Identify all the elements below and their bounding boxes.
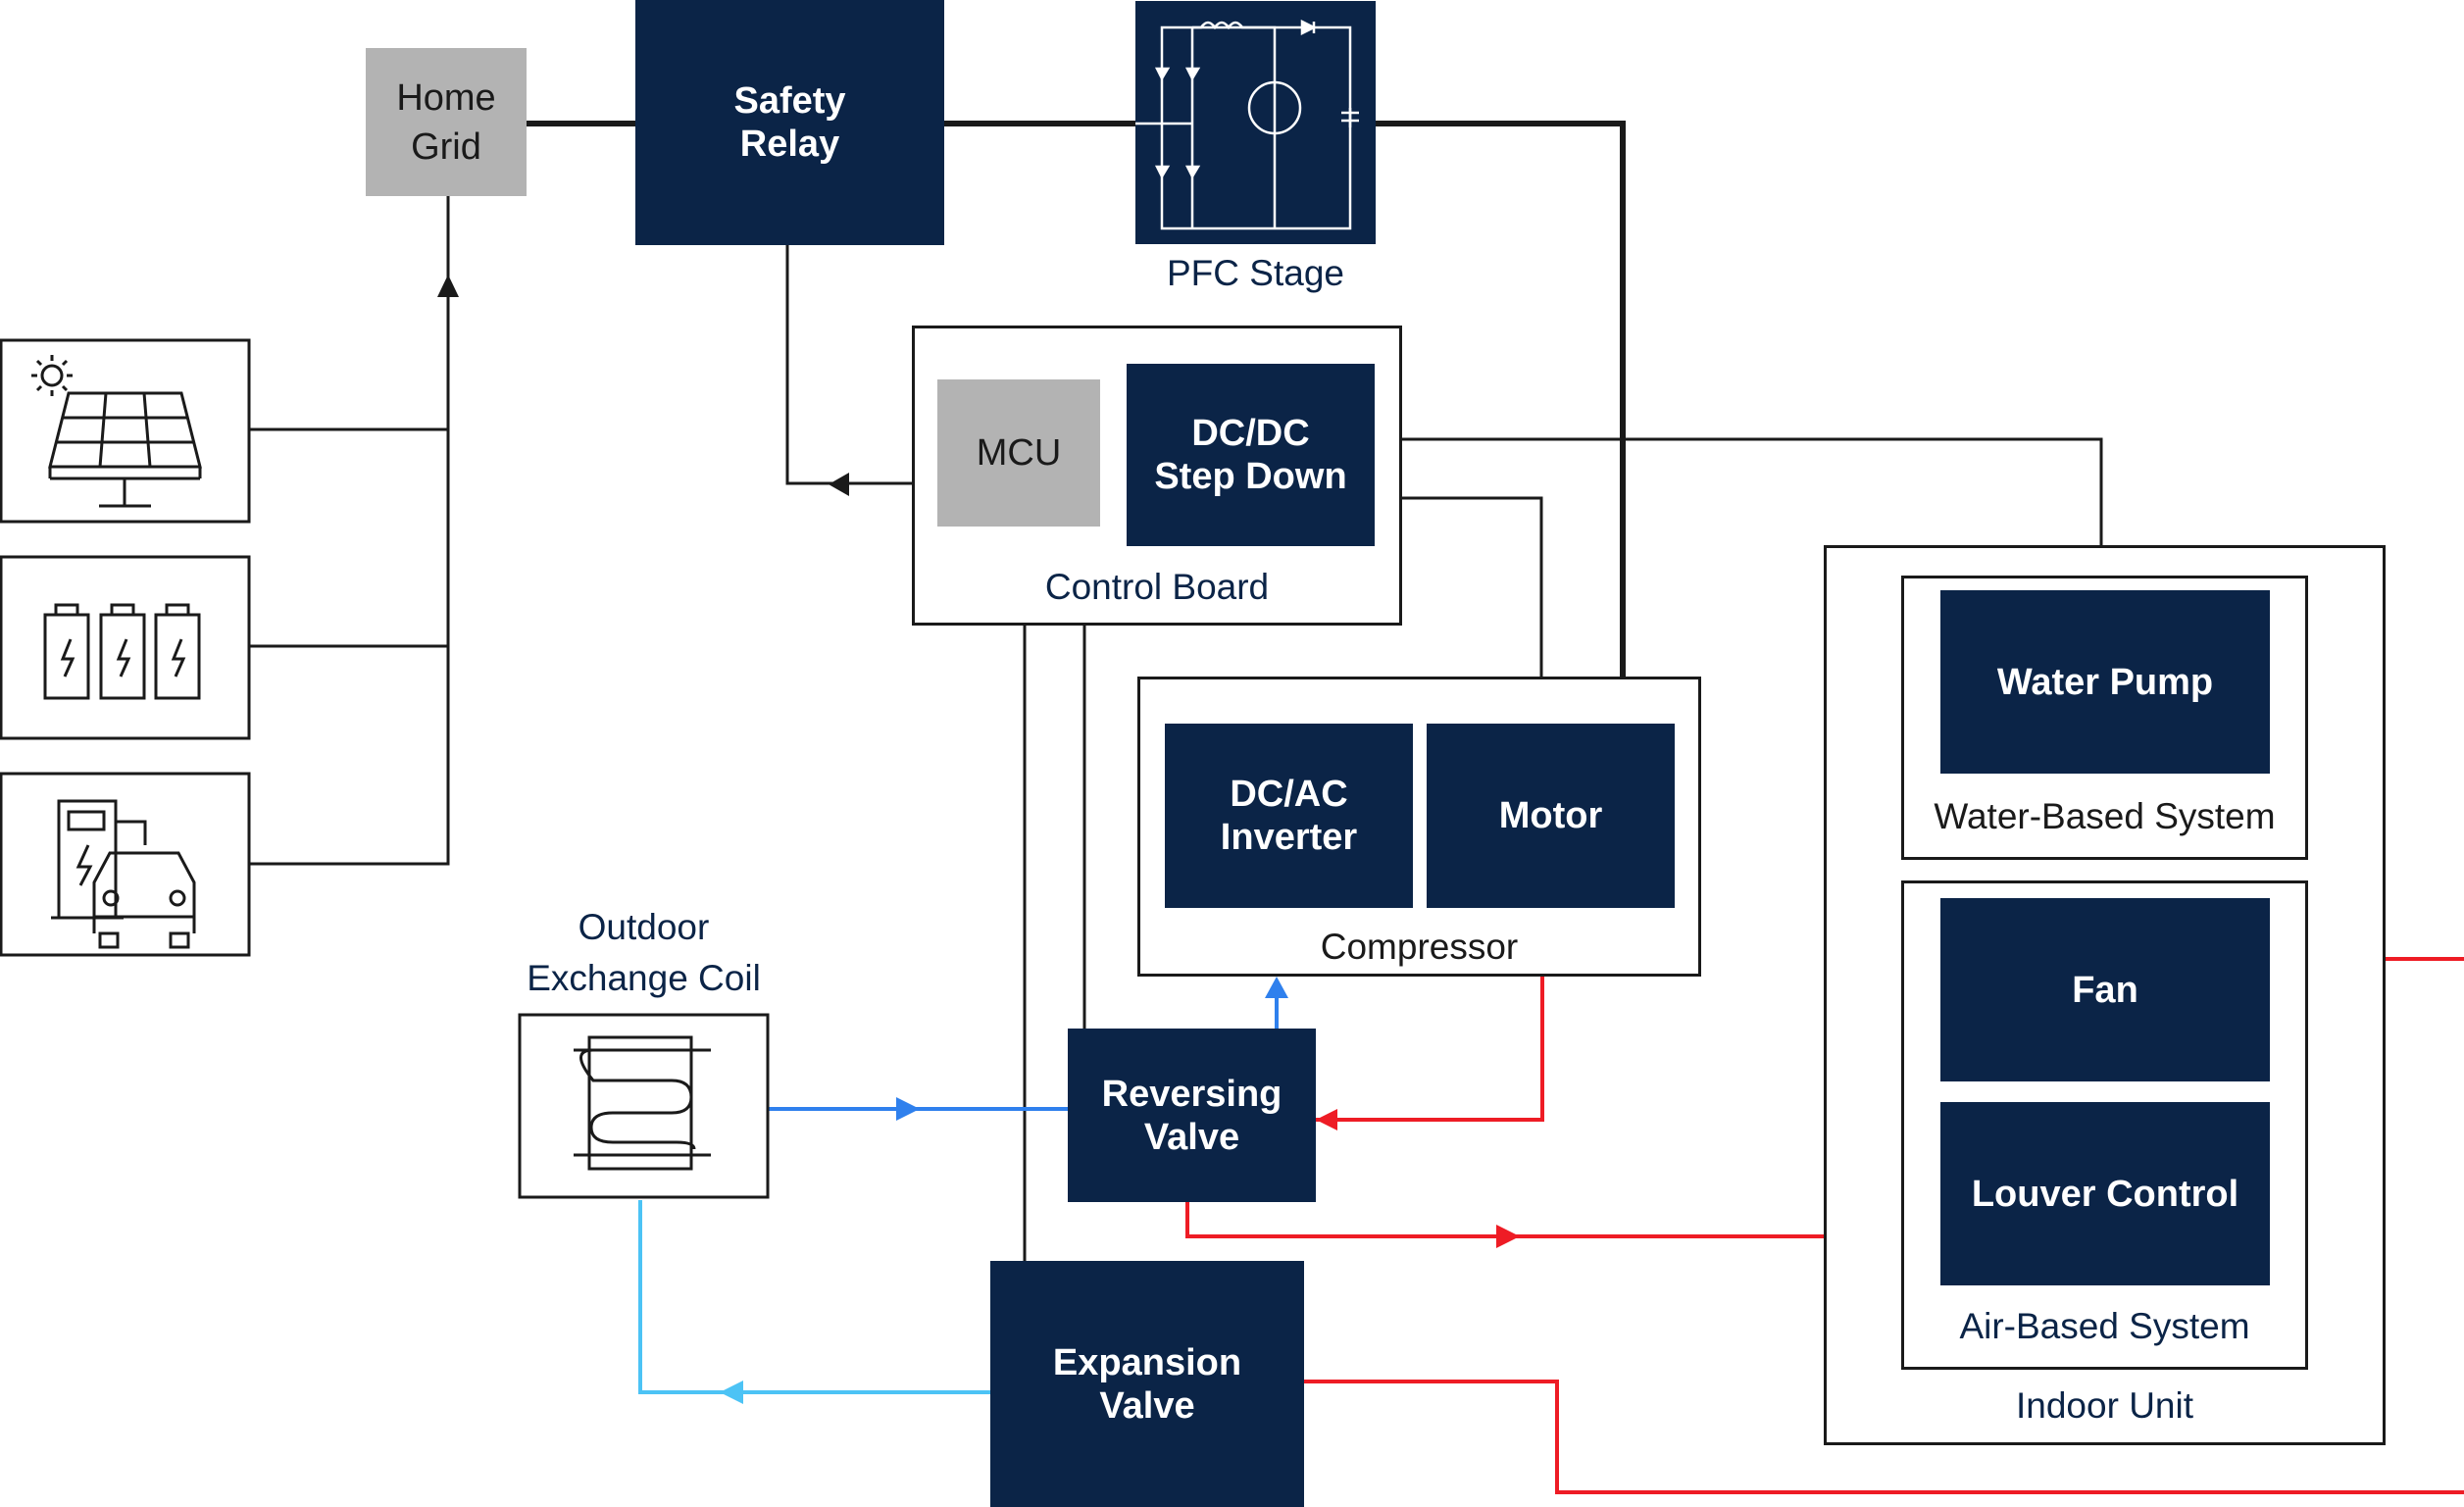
solar-panel-icon	[31, 355, 202, 508]
reversing-valve-box: Reversing Valve	[1068, 1029, 1316, 1202]
ev-box	[0, 772, 251, 957]
pfc-circuit-icon	[1135, 19, 1359, 230]
air-based-system-label: Air-Based System	[1959, 1306, 2250, 1346]
light-cold-line	[638, 1200, 990, 1394]
arrow-to-home-grid	[437, 275, 459, 297]
water-based-system-label: Water-Based System	[1934, 796, 2276, 836]
cold-arrow-to-coil	[720, 1381, 743, 1404]
safety-relay-box: Safety Relay	[635, 0, 944, 245]
motor-box: Motor	[1427, 724, 1675, 908]
indoor-unit-label: Indoor Unit	[2016, 1385, 2193, 1426]
dcdc-step-down-box: DC/DC Step Down	[1127, 364, 1375, 546]
expansion-valve-box: Expansion Valve	[990, 1261, 1304, 1507]
compressor-label: Compressor	[1320, 927, 1519, 967]
hot-arrow-to-indoor	[1496, 1225, 1520, 1248]
battery-bank-icon	[43, 603, 201, 700]
pfc-stage-label: PFC Stage	[1167, 253, 1344, 293]
fan-box: Fan	[1940, 898, 2270, 1081]
power-bus	[527, 121, 1626, 677]
heat-exchange-coil-icon	[574, 1035, 711, 1171]
dcac-inverter-box: DC/AC Inverter	[1165, 724, 1413, 908]
home-grid-box: Home Grid	[366, 48, 527, 196]
louver-control-box: Louver Control	[1940, 1102, 2270, 1285]
arrow-to-relay	[829, 473, 849, 496]
outdoor-coil-label: Outdoor Exchange Coil	[527, 907, 761, 998]
control-wires	[250, 196, 2103, 1261]
water-pump-box: Water Pump	[1940, 590, 2270, 774]
mcu-box: MCU	[937, 379, 1100, 527]
battery-box	[0, 555, 251, 740]
outdoor-coil-box	[518, 1013, 770, 1199]
hot-refrigerant-lines	[1185, 957, 2464, 1494]
cold-arrow-to-reversing-valve	[896, 1097, 920, 1121]
ev-charger-icon	[51, 799, 196, 949]
cold-arrow-to-compressor	[1265, 977, 1288, 998]
control-board-label: Control Board	[1044, 567, 1270, 607]
hot-arrow-to-reversing-valve	[1316, 1109, 1337, 1130]
